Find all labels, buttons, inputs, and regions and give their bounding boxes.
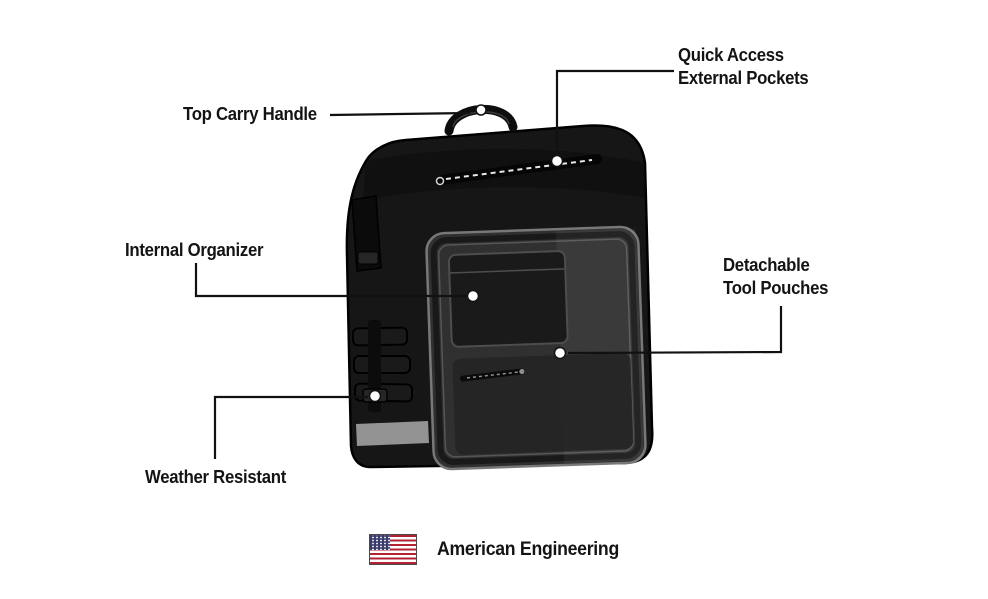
- dot-quick-access: [550, 154, 564, 168]
- callout-label-internal-organizer: Internal Organizer: [125, 240, 264, 260]
- internal-organizer-pocket: [447, 250, 569, 348]
- us-flag-canton: [370, 535, 390, 550]
- top-zipper-pull: [435, 176, 445, 186]
- side-buckle-upper: [357, 251, 379, 265]
- callout-label-weather-resistant: Weather Resistant: [145, 467, 287, 487]
- callout-lines: [194, 69, 783, 459]
- line-quick-access: [555, 69, 674, 156]
- callout-label-quick-access-external-pockets: Quick Access External Pockets: [678, 45, 809, 88]
- dot-detachable-pouches: [553, 346, 567, 360]
- backpack-illustration: [345, 104, 654, 471]
- footer-label: American Engineering: [437, 538, 619, 560]
- line-top-carry-handle: [329, 111, 471, 117]
- callout-label-top-carry-handle: Top Carry Handle: [183, 104, 317, 124]
- callout-dots: [368, 104, 567, 403]
- line-internal-organizer: [194, 263, 466, 298]
- line-detachable-pouches: [567, 306, 783, 355]
- dot-weather-resistant: [368, 389, 382, 403]
- us-flag-icon: [369, 534, 417, 565]
- callout-label-detachable-tool-pouches: Detachable Tool Pouches: [723, 255, 829, 298]
- top-zipper-teeth: [445, 159, 593, 180]
- front-panel: [425, 225, 647, 471]
- lower-pouch-area: [452, 352, 634, 455]
- dot-internal-organizer: [466, 289, 480, 303]
- dot-top-carry-handle: [475, 104, 487, 116]
- line-weather-resistant: [213, 395, 368, 459]
- molle-strap-2: [353, 355, 411, 374]
- footer: American Engineering: [369, 534, 633, 565]
- reflective-strip: [356, 421, 429, 446]
